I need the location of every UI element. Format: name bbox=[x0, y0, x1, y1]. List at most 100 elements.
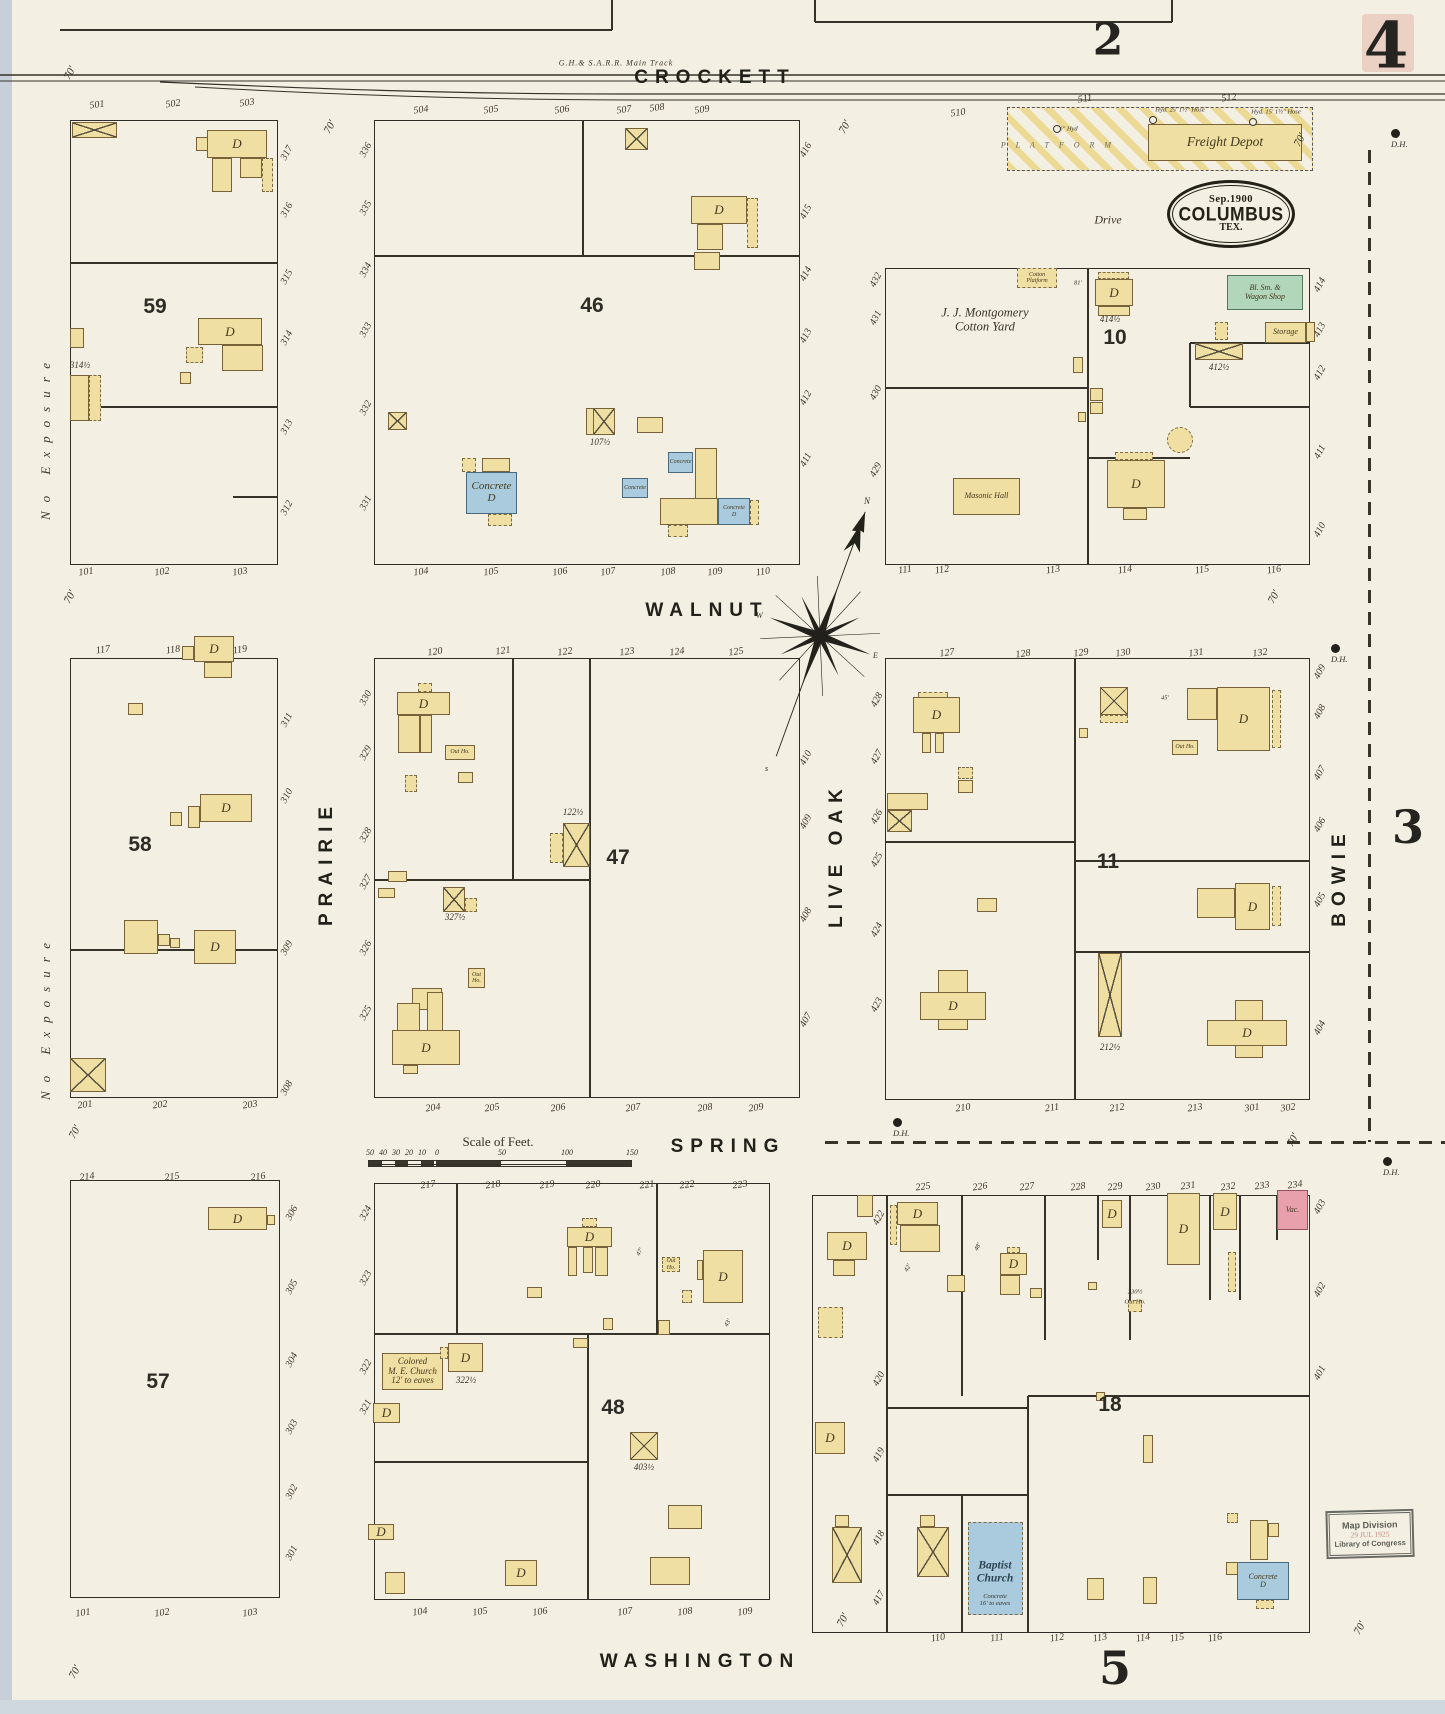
building: D bbox=[1107, 460, 1165, 508]
landmark-label: 322½ bbox=[455, 1375, 477, 1386]
map-line bbox=[582, 120, 584, 256]
map-line bbox=[374, 1461, 588, 1463]
map-line bbox=[961, 1495, 963, 1633]
building bbox=[465, 898, 477, 912]
building-label: D bbox=[1131, 476, 1141, 492]
lot-number: 101 bbox=[74, 1606, 92, 1620]
lot-number: 424 bbox=[868, 920, 886, 940]
building-label: D bbox=[948, 998, 958, 1014]
lot-number: 101 bbox=[77, 565, 95, 579]
building bbox=[70, 375, 89, 421]
lot-number: 112 bbox=[1049, 1631, 1065, 1645]
title-oval-inner: Sep.1900 COLUMBUS TEX. bbox=[1172, 185, 1290, 243]
building bbox=[958, 780, 973, 793]
map-line bbox=[656, 1183, 658, 1334]
building bbox=[1128, 1300, 1142, 1312]
street-spring: SPRING bbox=[670, 1136, 786, 1157]
lot-number: 321 bbox=[357, 1397, 375, 1417]
building bbox=[1100, 715, 1128, 723]
building: D bbox=[897, 1202, 938, 1225]
building bbox=[462, 458, 476, 472]
sheet-number: 5 bbox=[1098, 1641, 1132, 1695]
map-line bbox=[1075, 951, 1310, 953]
lot-number: 205 bbox=[483, 1101, 501, 1115]
lot-number: 129 bbox=[1072, 646, 1090, 660]
block-outline bbox=[885, 268, 1310, 565]
building: D bbox=[691, 196, 747, 224]
building bbox=[1215, 322, 1228, 340]
map-line bbox=[374, 1333, 770, 1335]
hydrant-circle bbox=[1053, 125, 1061, 133]
lot-number: 115 bbox=[1194, 563, 1210, 577]
map-city: COLUMBUS bbox=[1178, 202, 1284, 225]
lot-number: 233 bbox=[1253, 1179, 1271, 1193]
lot-number: 312 bbox=[278, 498, 296, 518]
building bbox=[593, 408, 615, 435]
sheet-number: 4 bbox=[1363, 8, 1409, 84]
lot-number: 204 bbox=[424, 1101, 442, 1115]
scale-segment bbox=[421, 1161, 434, 1166]
building bbox=[180, 372, 191, 384]
block-outline bbox=[374, 120, 800, 565]
scale-tick-label: 50 bbox=[498, 1148, 506, 1157]
building-label: D bbox=[1107, 1206, 1117, 1222]
building: Concrete bbox=[622, 478, 648, 498]
hydrant-circle bbox=[1149, 116, 1157, 124]
building: D bbox=[368, 1524, 394, 1540]
block-outline bbox=[70, 658, 278, 1098]
lot-number: 426 bbox=[868, 807, 886, 827]
street-width-label: 70' bbox=[1284, 1131, 1302, 1149]
lot-number: 102 bbox=[153, 1606, 171, 1620]
lot-number: 505 bbox=[482, 103, 500, 117]
building: D bbox=[703, 1250, 743, 1303]
building bbox=[72, 122, 117, 138]
building-label: Concrete D bbox=[1248, 1571, 1278, 1589]
building bbox=[682, 1290, 692, 1303]
street-width-label: 70' bbox=[1351, 1619, 1369, 1637]
double-hydrant-label: D.H. bbox=[1391, 139, 1408, 149]
building: Concrete bbox=[668, 452, 693, 473]
building: Concrete D bbox=[1237, 1562, 1289, 1600]
lot-number: 334 bbox=[357, 260, 375, 280]
lot-number: 504 bbox=[412, 103, 430, 117]
lot-number: 209 bbox=[747, 1101, 765, 1115]
lot-number: 226 bbox=[971, 1180, 989, 1194]
scale-tick-label: 150 bbox=[626, 1148, 638, 1157]
street-width-label: 70' bbox=[66, 1663, 84, 1681]
building bbox=[1100, 687, 1128, 715]
map-date: Sep.1900 bbox=[1209, 194, 1253, 205]
lot-number: 227 bbox=[1018, 1180, 1036, 1194]
map-line bbox=[961, 1195, 963, 1396]
lot-number: 111 bbox=[897, 563, 913, 577]
lot-number: 118 bbox=[165, 643, 181, 657]
block-number: 57 bbox=[146, 1370, 170, 1393]
lot-number: 414 bbox=[1311, 275, 1329, 295]
block-number: 11 bbox=[1096, 850, 1120, 873]
scan-edge-bottom bbox=[0, 1700, 1445, 1714]
lot-number: 109 bbox=[736, 1605, 754, 1619]
building bbox=[124, 920, 158, 954]
lot-number: 111 bbox=[989, 1631, 1005, 1645]
building bbox=[89, 375, 101, 421]
building bbox=[658, 1320, 670, 1335]
lot-number: 120 bbox=[426, 645, 444, 659]
building: D bbox=[1167, 1193, 1200, 1265]
lot-number: 132 bbox=[1251, 646, 1269, 660]
building: D bbox=[207, 130, 267, 158]
building bbox=[1088, 1282, 1097, 1290]
lot-number: 507 bbox=[615, 103, 633, 117]
building bbox=[385, 1572, 405, 1594]
building bbox=[550, 833, 563, 863]
building bbox=[583, 1247, 593, 1273]
building-label: D bbox=[1109, 284, 1119, 300]
lot-number: 502 bbox=[164, 97, 182, 111]
building bbox=[935, 733, 944, 753]
building bbox=[694, 252, 720, 270]
building-label: Concrete D bbox=[471, 480, 512, 504]
building: D bbox=[208, 1207, 267, 1230]
building bbox=[1167, 427, 1193, 453]
building: Out Ho. bbox=[468, 968, 485, 988]
lot-number: 304 bbox=[283, 1350, 301, 1370]
lot-number: 415 bbox=[797, 202, 815, 222]
building-label: D bbox=[516, 1565, 526, 1581]
